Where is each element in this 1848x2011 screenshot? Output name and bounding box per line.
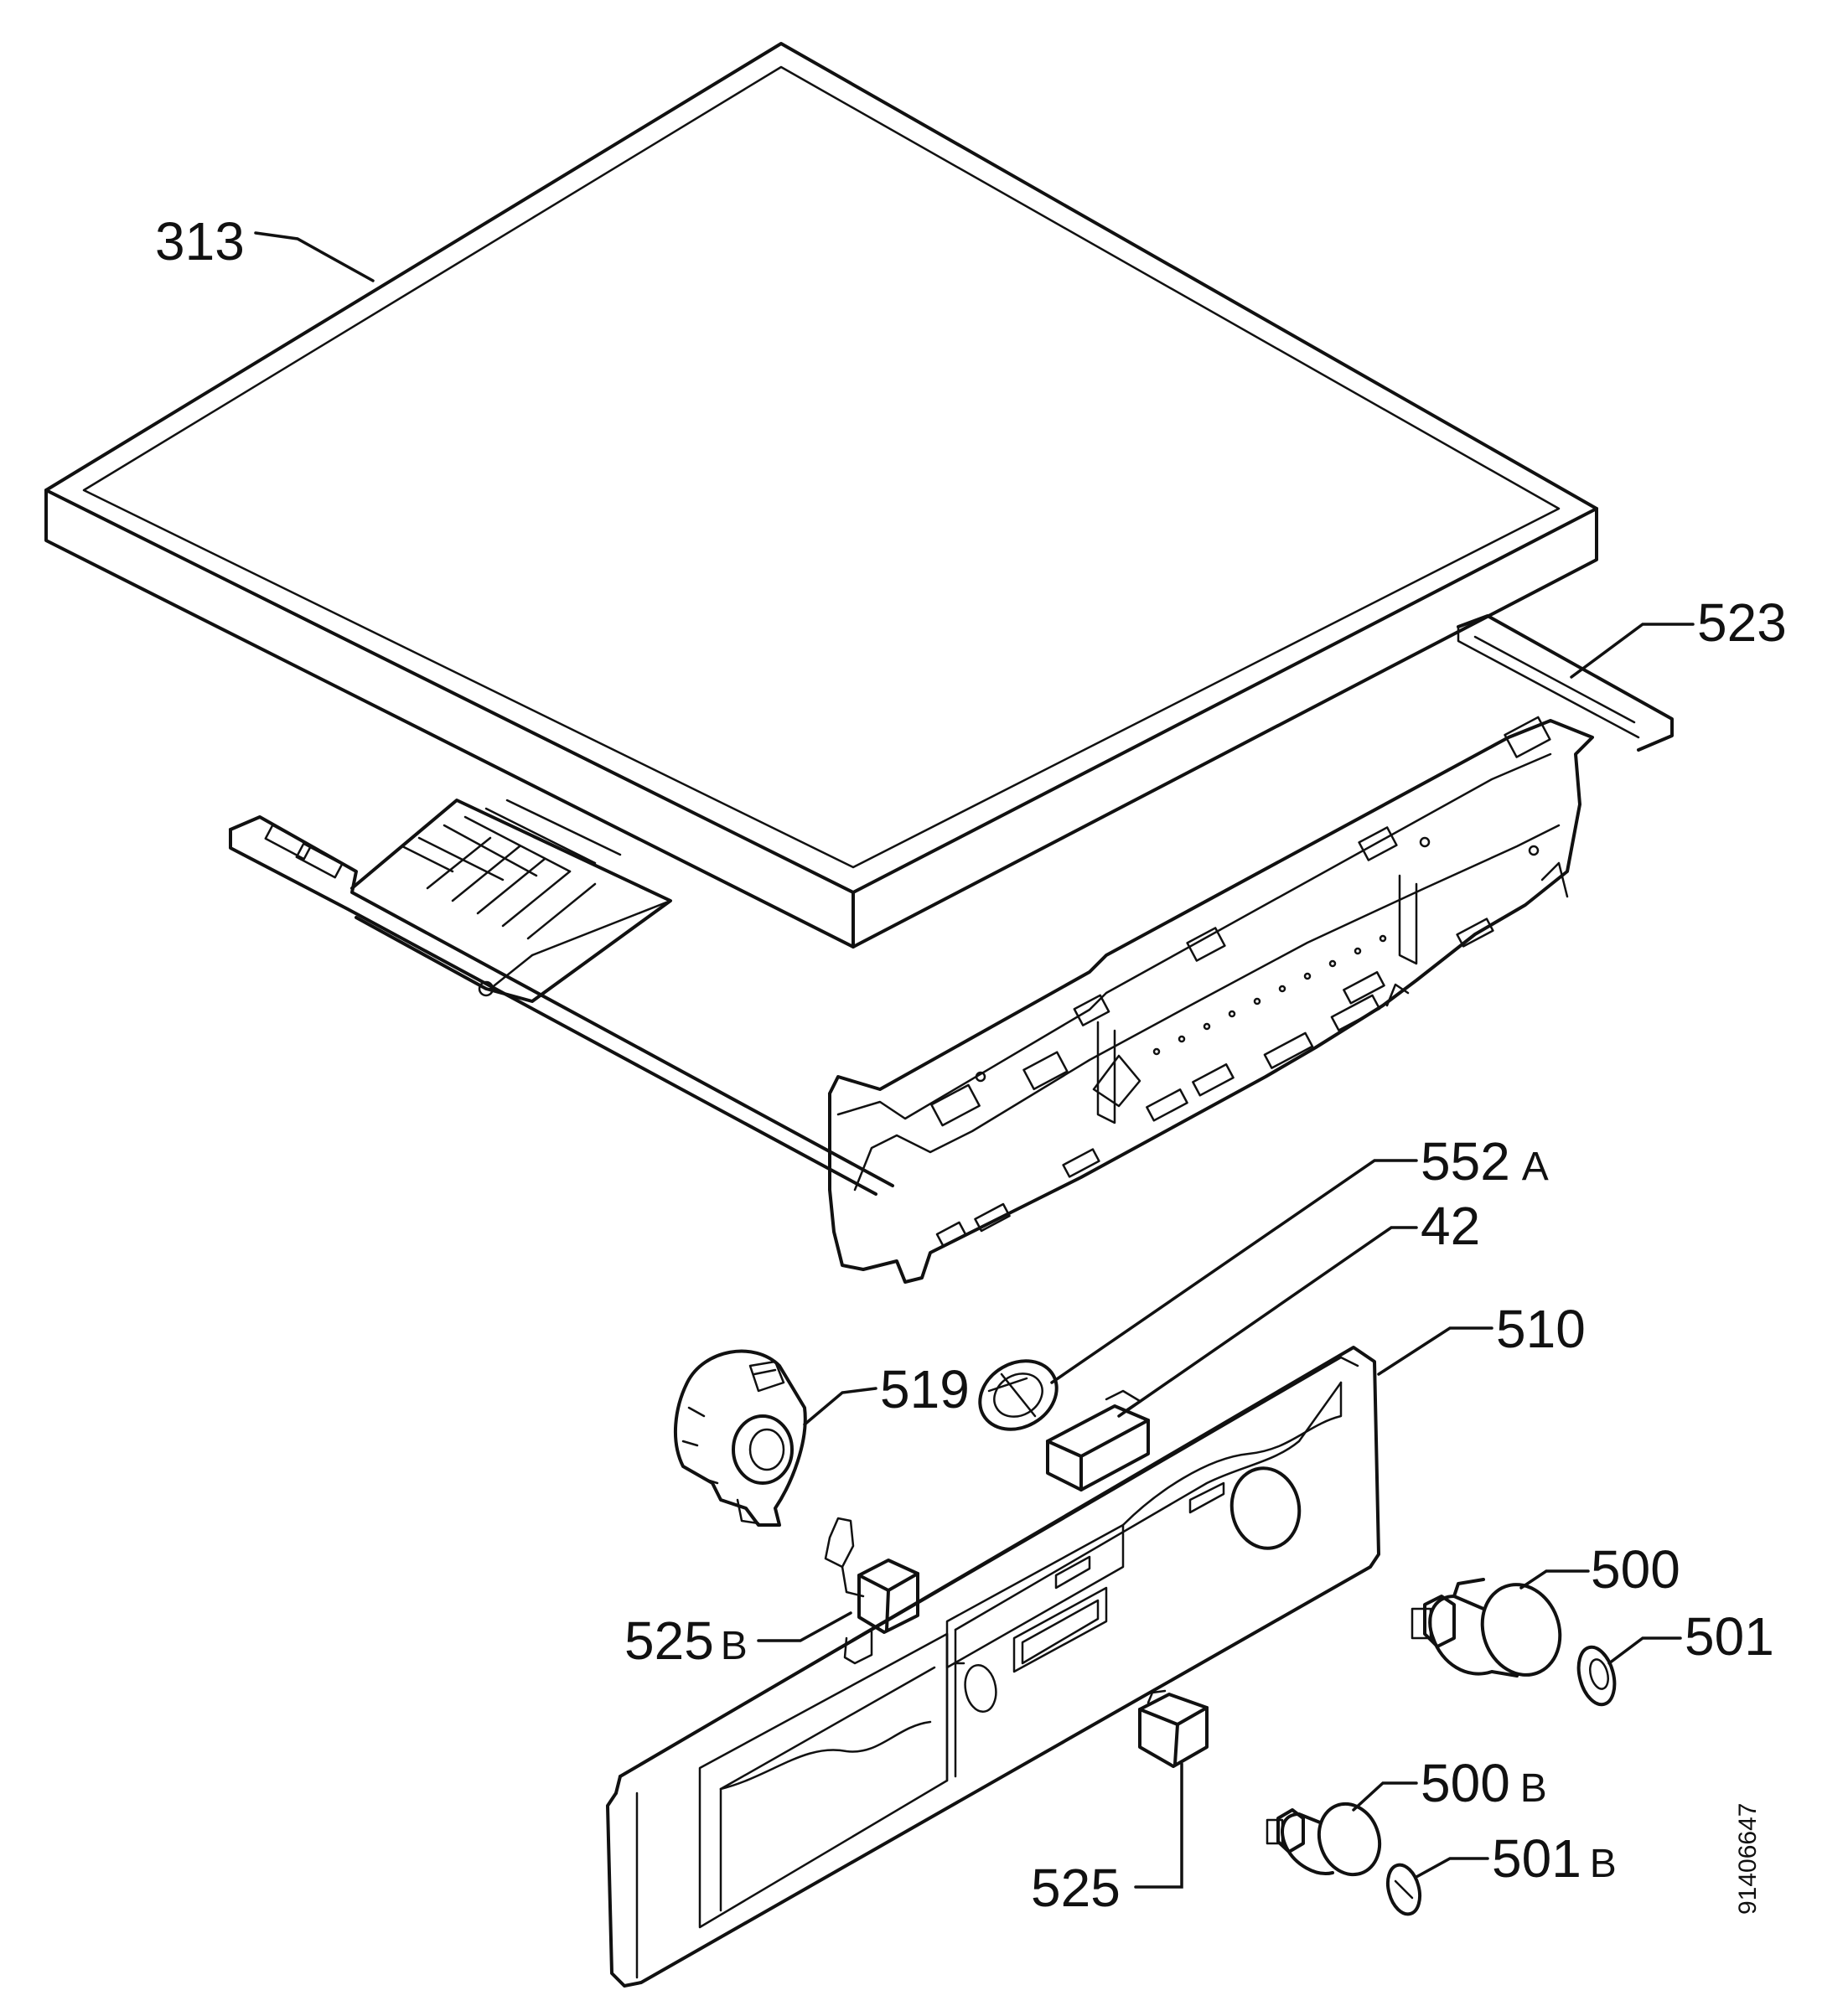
label-519: 519 (880, 1359, 970, 1419)
label-523: 523 (1697, 592, 1787, 653)
knob-cap-501 (1576, 1645, 1617, 1707)
label-525: 525 (1031, 1858, 1121, 1918)
label-42: 42 (1421, 1196, 1480, 1256)
label-501: 501 (1685, 1606, 1774, 1667)
label-313: 313 (155, 211, 245, 271)
frame-523 (229, 614, 1674, 1284)
switch-525b (824, 1517, 919, 1665)
bearing-552a (978, 1359, 1059, 1431)
knob-500b (1266, 1802, 1382, 1877)
switch-525 (1138, 1689, 1209, 1768)
control-panel-510 (606, 1346, 1380, 1988)
label-500: 500 (1591, 1539, 1680, 1600)
leader-lines (254, 231, 1695, 1889)
document-id: 91406647 (1734, 1803, 1762, 1915)
knob-500 (1411, 1578, 1562, 1678)
knob-cap-501b (1385, 1863, 1422, 1916)
label-510: 510 (1496, 1299, 1586, 1359)
top-cover-313 (44, 42, 1598, 949)
selector-housing-519 (674, 1349, 807, 1527)
